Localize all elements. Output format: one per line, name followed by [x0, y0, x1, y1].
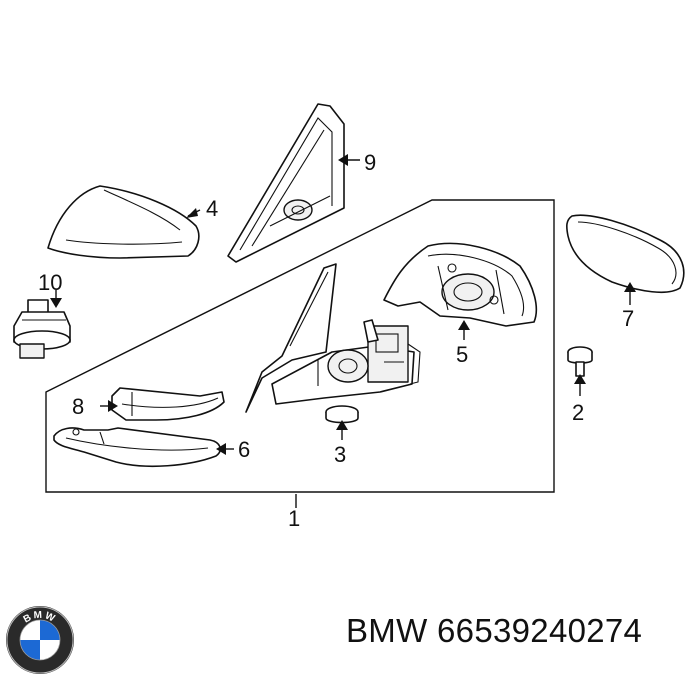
- callout-2: 2: [572, 400, 584, 425]
- callout-10: 10: [38, 270, 62, 295]
- part-7-mirror-glass: [566, 214, 685, 294]
- bmw-roundel-icon: BMW: [6, 606, 74, 674]
- svg-text:BMW: BMW: [22, 610, 58, 626]
- brand-name: BMW: [346, 612, 428, 649]
- part-caption: BMW 66539240274: [346, 612, 691, 662]
- callout-6: 6: [238, 437, 250, 462]
- part-5-housing: [383, 242, 538, 327]
- callout-8: 8: [72, 394, 84, 419]
- callout-7: 7: [622, 306, 634, 331]
- part-number: 66539240274: [437, 612, 643, 649]
- part-9-triangle-trim: [227, 103, 345, 263]
- callout-1: 1: [288, 506, 300, 531]
- logo-lettering: BMW: [22, 610, 56, 626]
- callout-3: 3: [334, 442, 346, 467]
- part-4-mirror-cap: [47, 185, 200, 259]
- part-2-screw: [567, 346, 593, 377]
- callout-4: 4: [206, 196, 218, 221]
- part-1-mirror-base-and-actuator: [245, 263, 421, 413]
- part-10-connector: [13, 299, 71, 359]
- part-6-signal-housing: [53, 427, 222, 468]
- callout-9: 9: [364, 150, 376, 175]
- part-8-turn-signal-lens: [111, 387, 225, 421]
- leader-lines: [50, 154, 636, 508]
- callout-5: 5: [456, 342, 468, 367]
- assembly-outline: [45, 199, 555, 493]
